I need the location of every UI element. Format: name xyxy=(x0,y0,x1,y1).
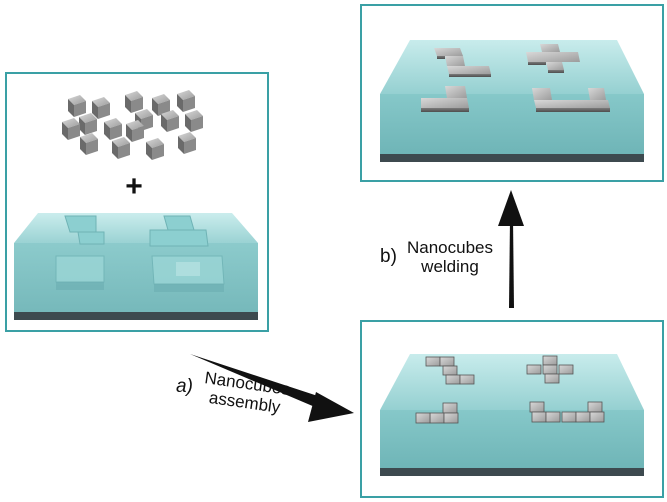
plus-sign: + xyxy=(125,170,143,203)
step-b-letter: b) xyxy=(380,246,397,267)
welded-plus-piece xyxy=(526,44,580,73)
arrow-welding xyxy=(498,190,524,308)
assembled-plus-cubes xyxy=(526,355,574,384)
assembled-l-cubes xyxy=(415,402,459,424)
welded-l-piece xyxy=(421,86,469,112)
welded-substrate xyxy=(380,40,644,162)
nanocube-cloud xyxy=(62,90,203,160)
assembled-u-cubes xyxy=(529,401,605,423)
welded-u-piece xyxy=(532,88,610,112)
patterned-template-substrate xyxy=(14,213,258,320)
assembled-z-cubes xyxy=(425,356,475,385)
welded-z-piece xyxy=(434,48,491,77)
step-b-line2: welding xyxy=(421,257,479,276)
z-shaped-trap xyxy=(55,215,105,290)
assembled-substrate xyxy=(380,354,644,476)
cross-u-shaped-trap xyxy=(149,215,225,292)
arrow-assembly xyxy=(190,354,354,422)
step-b-label: Nanocubes welding xyxy=(400,238,500,276)
step-b-line1: Nanocubes xyxy=(406,238,493,257)
step-a-letter: a) xyxy=(176,376,193,397)
